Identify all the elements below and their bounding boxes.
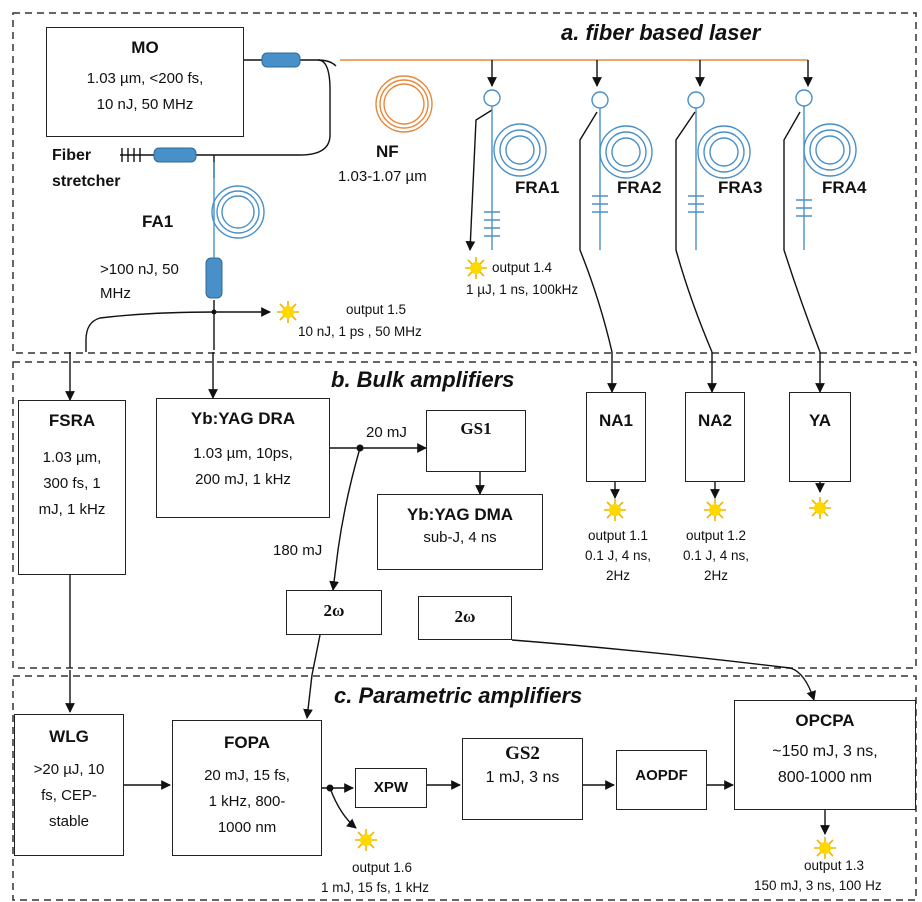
stretcher-grating <box>121 148 141 162</box>
section-title-c: c. Parametric amplifiers <box>328 683 589 709</box>
sun-icon <box>604 499 626 521</box>
fopa-spec: 20 mJ, 15 fs, 1 kHz, 800- 1000 nm <box>204 767 290 836</box>
dra-spec: 1.03 µm, 10ps, 200 mJ, 1 kHz <box>193 445 293 488</box>
section-title-b: b. Bulk amplifiers <box>325 367 521 393</box>
output-1-3-name: output 1.3 <box>804 858 865 873</box>
fra3-label: FRA3 <box>718 178 763 197</box>
output-1-6-name: output 1.6 <box>352 860 413 875</box>
gs2-title: GS2 <box>505 743 540 764</box>
output-1-3-spec: 150 mJ, 3 ns, 100 Hz <box>754 878 882 893</box>
shg-right-box: 2ω <box>418 596 512 640</box>
label-180mj: 180 mJ <box>273 542 323 559</box>
fra-feed-arrows <box>487 60 813 87</box>
fra1-label: FRA1 <box>515 178 560 197</box>
fra4-label: FRA4 <box>822 178 867 197</box>
fa1-label: FA1 <box>142 212 174 231</box>
dma-title: Yb:YAG DMA <box>406 505 514 524</box>
ya-box: YA <box>789 392 851 482</box>
gs1-title: GS1 <box>460 419 492 438</box>
fra-symbols <box>483 89 857 250</box>
gs1-box: GS1 <box>426 410 526 472</box>
section-a-frame <box>12 12 917 354</box>
opcpa-box: OPCPA ~150 mJ, 3 ns, 800-1000 nm <box>734 700 916 810</box>
section-title-a: a. fiber based laser <box>555 20 767 46</box>
fra1-symbol <box>483 89 547 250</box>
section-b-frame <box>12 361 917 669</box>
gs2-box: GS2 1 mJ, 3 ns <box>462 738 583 820</box>
fra2-label: FRA2 <box>617 178 662 197</box>
sun-icon <box>355 829 377 851</box>
opcpa-spec: ~150 mJ, 3 ns, 800-1000 nm <box>772 743 878 786</box>
coupler-stretcher <box>153 147 197 163</box>
yb-yag-dra-box: Yb:YAG DRA 1.03 µm, 10ps, 200 mJ, 1 kHz <box>156 398 330 518</box>
wlg-spec: >20 µJ, 10 fs, CEP- stable <box>33 761 105 830</box>
sun-icon <box>704 499 726 521</box>
fopa-box: FOPA 20 mJ, 15 fs, 1 kHz, 800- 1000 nm <box>172 720 322 856</box>
label-20mj: 20 mJ <box>366 424 407 441</box>
fra3-symbol <box>687 91 751 250</box>
section-frames <box>12 12 917 901</box>
na2-title: NA2 <box>697 411 732 430</box>
na2-box: NA2 <box>685 392 745 482</box>
shg-left-box: 2ω <box>286 590 382 635</box>
branch-dots <box>211 309 364 792</box>
gs2-spec: 1 mJ, 3 ns <box>485 769 560 786</box>
output-1-4-name: output 1.4 <box>492 260 553 275</box>
coupler-fa1 <box>205 257 223 299</box>
na1-box: NA1 <box>586 392 646 482</box>
output-suns <box>277 257 836 859</box>
aopdf-box: AOPDF <box>616 750 707 810</box>
sun-icon <box>809 497 831 519</box>
shg-right-label: 2ω <box>454 607 476 626</box>
mo-box: MO 1.03 µm, <200 fs, 10 nJ, 50 MHz <box>46 27 244 137</box>
wlg-title: WLG <box>49 727 89 746</box>
xpw-box: XPW <box>355 768 427 808</box>
coupler-mo <box>261 52 301 68</box>
output-1-1-label: output 1.1 0.1 J, 4 ns, 2Hz <box>584 528 652 583</box>
ya-title: YA <box>808 411 832 430</box>
wlg-box: WLG >20 µJ, 10 fs, CEP- stable <box>14 714 124 856</box>
fsra-box: FSRA 1.03 µm, 300 fs, 1 mJ, 1 kHz <box>18 400 126 575</box>
fra4-symbol <box>795 89 857 250</box>
oscillator-fiber <box>340 59 808 133</box>
fsra-title: FSRA <box>48 411 96 430</box>
fsra-spec: 1.03 µm, 300 fs, 1 mJ, 1 kHz <box>38 449 106 518</box>
mo-spec: 1.03 µm, <200 fs, 10 nJ, 50 MHz <box>86 70 204 113</box>
aopdf-title: AOPDF <box>635 767 688 784</box>
output-1-6-spec: 1 mJ, 15 fs, 1 kHz <box>321 880 430 895</box>
dra-title: Yb:YAG DRA <box>190 409 296 428</box>
dma-spec: sub-J, 4 ns <box>423 529 497 546</box>
shg-left-label: 2ω <box>323 601 345 620</box>
fopa-title: FOPA <box>224 733 270 752</box>
fiber-stretcher-label: Fiber stretcher <box>52 147 121 190</box>
sun-icon <box>465 257 487 279</box>
opcpa-title: OPCPA <box>795 711 855 730</box>
fa1-coil <box>211 162 265 258</box>
sun-icon <box>814 837 836 859</box>
output-1-5-name: output 1.5 <box>346 302 407 317</box>
output-1-2-label: output 1.2 0.1 J, 4 ns, 2Hz <box>682 528 750 583</box>
nf-band-label: 1.03-1.07 µm <box>338 168 427 185</box>
output-1-5-spec: 10 nJ, 1 ps , 50 MHz <box>298 324 422 339</box>
mo-title: MO <box>131 38 159 57</box>
section-c-frame <box>12 675 917 901</box>
output-1-4-spec: 1 µJ, 1 ns, 100kHz <box>466 282 579 297</box>
yb-yag-dma-box: Yb:YAG DMA sub-J, 4 ns <box>377 494 543 570</box>
nf-label: NF <box>376 142 399 161</box>
fra2-symbol <box>591 91 653 250</box>
fa1-spec: >100 nJ, 50 MHz <box>100 261 179 302</box>
xpw-title: XPW <box>373 779 409 796</box>
sun-icon <box>277 301 299 323</box>
na1-title: NA1 <box>598 411 633 430</box>
